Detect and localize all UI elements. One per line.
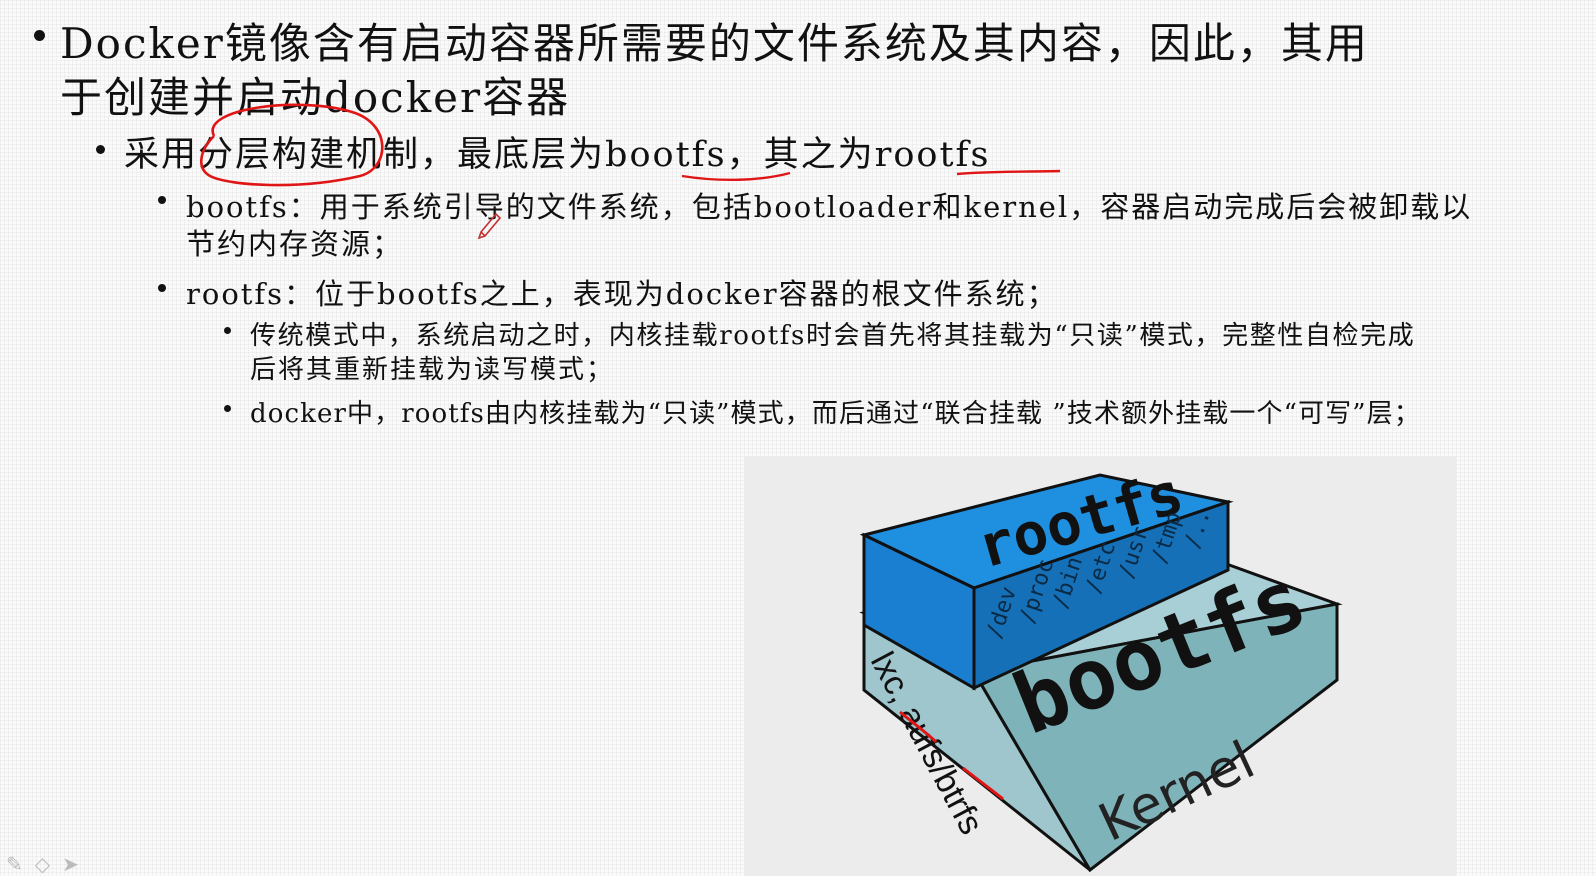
bootfs-term: bootfs — [605, 135, 727, 175]
traditional-mode-line-2: 后将其重新挂载为读写模式； — [250, 355, 615, 385]
underline-bootfs — [681, 171, 791, 182]
rootfs-desc-line: rootfs：位于bootfs之上，表现为docker容器的根文件系统； — [186, 277, 1058, 311]
underline-rootfs — [956, 169, 1061, 176]
level4-bullet-1 — [224, 327, 231, 334]
traditional-mode-line-1: 传统模式中，系统启动之时，内核挂载rootfs时会首先将其挂载为“只读”模式，完… — [250, 321, 1416, 351]
level3-bullet-2 — [158, 284, 166, 292]
level2-sep: ，其之为 — [726, 135, 875, 175]
pen-icon[interactable]: ✎ — [6, 852, 23, 876]
level2-bullet — [96, 145, 105, 154]
level2-mid: 机制，最底层为 — [346, 135, 606, 175]
docker-mode-line: docker中，rootfs由内核挂载为“只读”模式，而后通过“联合挂载 ”技术… — [250, 399, 1421, 429]
level2-prefix: 采用 — [124, 135, 199, 175]
circle-annotation — [200, 103, 384, 187]
heading-bullet — [34, 30, 45, 41]
bootfs-desc-line-1: bootfs：用于系统引导的文件系统，包括bootloader和kernel，容… — [186, 190, 1473, 224]
level3-bullet-1 — [158, 196, 166, 204]
eraser-icon[interactable]: ◇ — [34, 852, 51, 876]
pen-cursor-icon — [477, 212, 502, 240]
pointer-icon[interactable]: ➤ — [62, 852, 79, 876]
heading-line-2: 于创建并启动docker容器 — [60, 73, 571, 122]
underline-aufs — [899, 710, 938, 744]
rootfs-side-face — [972, 499, 1230, 691]
rootfs-term: rootfs — [874, 135, 991, 175]
heading-line-1: Docker镜像含有启动容器所需要的文件系统及其内容，因此，其用 — [60, 19, 1369, 68]
presenter-toolbar: ✎ ◇ ➤ — [0, 852, 166, 876]
level2-line: 采用分层构建机制，最底层为bootfs，其之为rootfs — [124, 126, 990, 177]
bootfs-front-face — [971, 602, 1339, 873]
bootfs-desc-line-2: 节约内存资源； — [186, 227, 404, 261]
underline-btrfs — [962, 766, 1004, 801]
level4-bullet-2 — [224, 405, 231, 412]
layered-build-term: 分层构建 — [198, 135, 347, 175]
